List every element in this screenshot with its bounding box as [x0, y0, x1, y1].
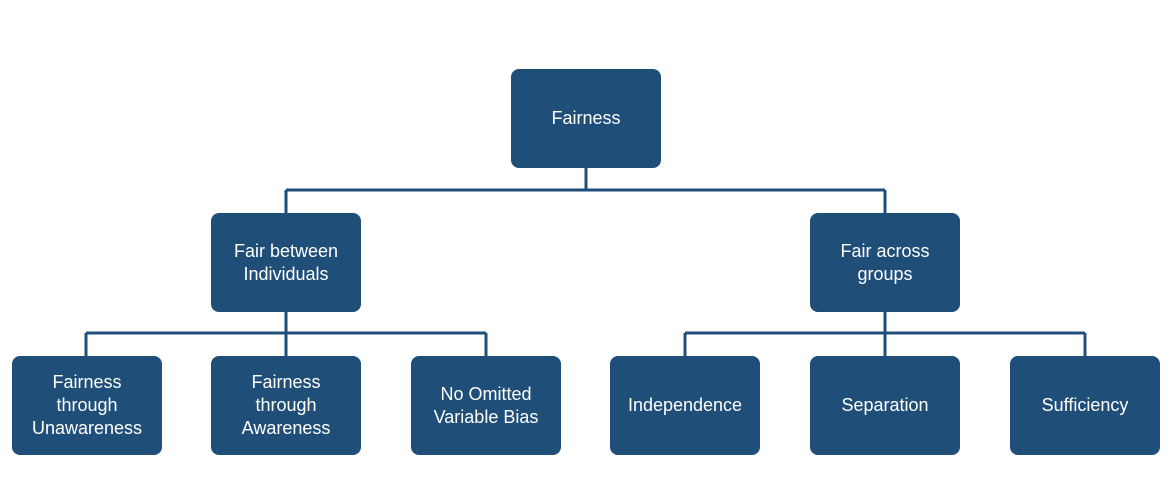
node-fair-between-individuals-label: Fair between Individuals	[233, 240, 339, 284]
node-separation: Separation	[810, 356, 960, 455]
node-fair-across-groups-label: Fair across groups	[840, 240, 930, 284]
node-fairness: Fairness	[511, 69, 661, 168]
node-fairness-through-unawareness-label: Fairness through Unawareness	[31, 372, 143, 438]
node-sufficiency-label: Sufficiency	[1041, 395, 1129, 415]
node-fairness-through-awareness-label: Fairness through Awareness	[241, 372, 331, 438]
node-independence-label: Independence	[627, 395, 743, 415]
node-separation-label: Separation	[841, 395, 929, 415]
node-fairness-through-unawareness: Fairness through Unawareness	[12, 356, 162, 455]
node-no-omitted-variable-bias-label: No Omitted Variable Bias	[433, 383, 539, 427]
node-fair-across-groups: Fair across groups	[810, 213, 960, 312]
node-no-omitted-variable-bias: No Omitted Variable Bias	[411, 356, 561, 455]
node-fair-between-individuals: Fair between Individuals	[211, 213, 361, 312]
node-fairness-label: Fairness	[551, 108, 621, 128]
node-sufficiency: Sufficiency	[1010, 356, 1160, 455]
node-independence: Independence	[610, 356, 760, 455]
node-fairness-through-awareness: Fairness through Awareness	[211, 356, 361, 455]
